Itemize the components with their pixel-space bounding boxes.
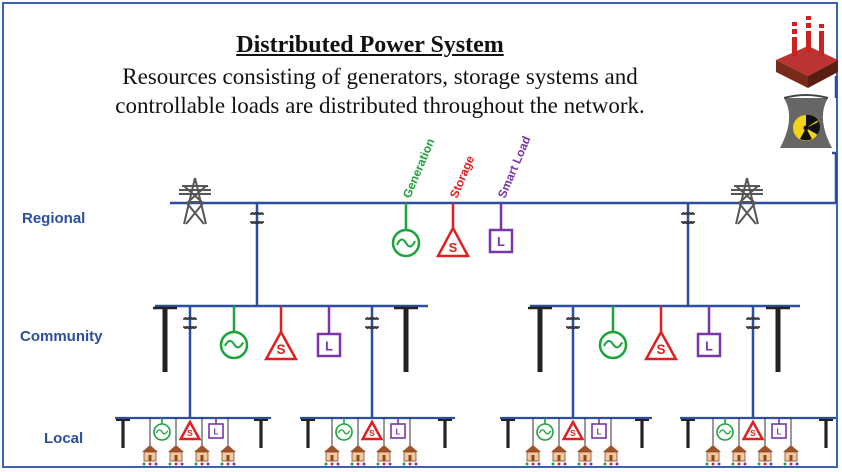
house-icon: [782, 444, 800, 466]
smart-load-icon: [390, 423, 406, 439]
utility-pole-icon: [437, 419, 453, 449]
smart-load-icon: [208, 423, 224, 439]
utility-pole-icon: [764, 306, 792, 374]
house-icon: [730, 444, 748, 466]
house-icon: [219, 444, 237, 466]
storage-icon: [178, 419, 202, 441]
transmission-tower-icon: [178, 177, 212, 225]
diagram-title: Distributed Power System: [236, 32, 504, 58]
load-letter: L: [705, 338, 713, 353]
generation-label: Generation: [400, 136, 438, 200]
regional-generation: [391, 203, 421, 258]
utility-pole-icon: [634, 419, 650, 449]
load-letter: L: [325, 338, 333, 353]
house-icon: [550, 444, 568, 466]
level-label-community: Community: [20, 328, 103, 345]
storage-letter: S: [369, 428, 375, 438]
load-letter: L: [396, 427, 401, 436]
regional-bus: [170, 76, 838, 205]
storage-icon: [360, 419, 384, 441]
storage-letter: S: [570, 428, 576, 438]
smart-load-icon: [771, 423, 787, 439]
community-feeder: [571, 306, 755, 418]
smart-load-icon: [316, 332, 342, 358]
utility-pole-icon: [392, 306, 420, 374]
utility-pole-icon: [151, 306, 179, 374]
storage-icon: [644, 329, 678, 361]
load-letter: L: [597, 427, 602, 436]
diagram-subtitle: Resources consisting of generators, stor…: [20, 62, 740, 120]
utility-pole-icon: [818, 419, 834, 449]
subtitle-line-1: Resources consisting of generators, stor…: [122, 64, 638, 89]
utility-pole-icon: [253, 419, 269, 449]
storage-icon: [561, 419, 585, 441]
community-feeder: [188, 306, 374, 418]
utility-pole-icon: [300, 419, 316, 449]
regional-storage: S: [435, 203, 471, 258]
transmission-tower-icon: [730, 177, 764, 225]
house-icon: [524, 444, 542, 466]
load-letter: L: [497, 234, 505, 249]
storage-letter: S: [449, 240, 458, 255]
nuclear-plant-icon: [780, 94, 832, 148]
storage-letter: S: [276, 342, 285, 357]
house-icon: [756, 444, 774, 466]
house-icon: [141, 444, 159, 466]
utility-pole-icon: [680, 419, 696, 449]
storage-icon: [264, 329, 298, 361]
subtitle-line-2: controllable loads are distributed throu…: [115, 93, 645, 118]
storage-letter: S: [656, 342, 665, 357]
load-letter: L: [214, 427, 219, 436]
house-icon: [193, 444, 211, 466]
storage-icon: [741, 419, 765, 441]
utility-pole-icon: [526, 306, 554, 374]
regional-feeders: [255, 203, 690, 306]
level-label-local: Local: [44, 430, 84, 447]
utility-pole-icon: [500, 419, 516, 449]
house-icon: [602, 444, 620, 466]
factory-icon: [776, 16, 838, 88]
utility-pole-icon: [115, 419, 131, 449]
smart-load-icon: [591, 423, 607, 439]
house-icon: [167, 444, 185, 466]
storage-letter: S: [187, 428, 193, 438]
load-letter: L: [777, 427, 782, 436]
house-icon: [576, 444, 594, 466]
smart-load-icon: [696, 332, 722, 358]
house-icon: [349, 444, 367, 466]
house-icon: [375, 444, 393, 466]
house-icon: [323, 444, 341, 466]
storage-label: Storage: [447, 153, 477, 200]
level-label-regional: Regional: [22, 210, 86, 227]
storage-letter: S: [750, 428, 756, 438]
house-icon: [704, 444, 722, 466]
house-icon: [401, 444, 419, 466]
regional-smart-load: L: [488, 203, 514, 254]
smart-load-label: Smart Load: [495, 134, 534, 200]
